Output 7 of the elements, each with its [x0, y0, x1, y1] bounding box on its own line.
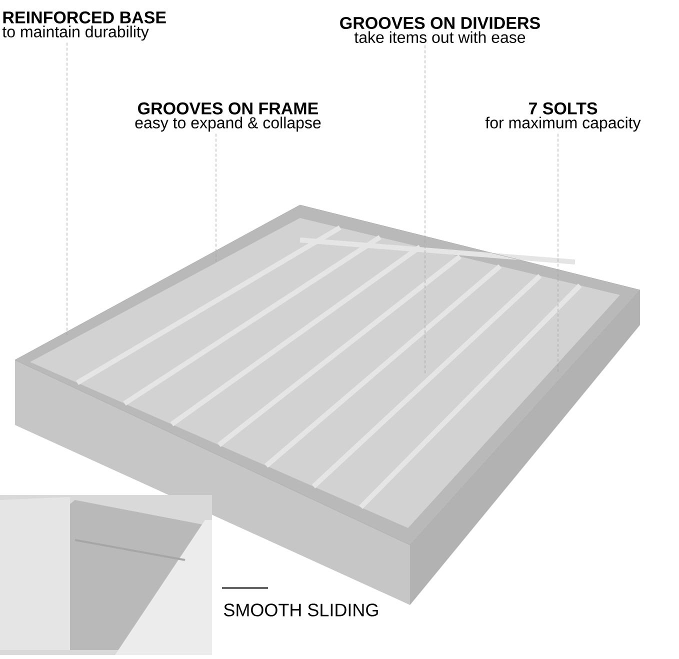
callout-text: REINFORCED BASE to maintain durability	[2, 11, 166, 41]
leader-line	[66, 42, 68, 336]
leader-line	[424, 44, 426, 376]
callout-text: GROOVES ON FRAME easy to expand & collapse	[135, 102, 321, 132]
callout-text: 7 SOLTS for maximum capacity	[485, 102, 641, 132]
feature-label: SMOOTH SLIDING	[224, 604, 378, 616]
callout-text: GROOVES ON DIVIDERS take items out with ease	[340, 16, 540, 44]
